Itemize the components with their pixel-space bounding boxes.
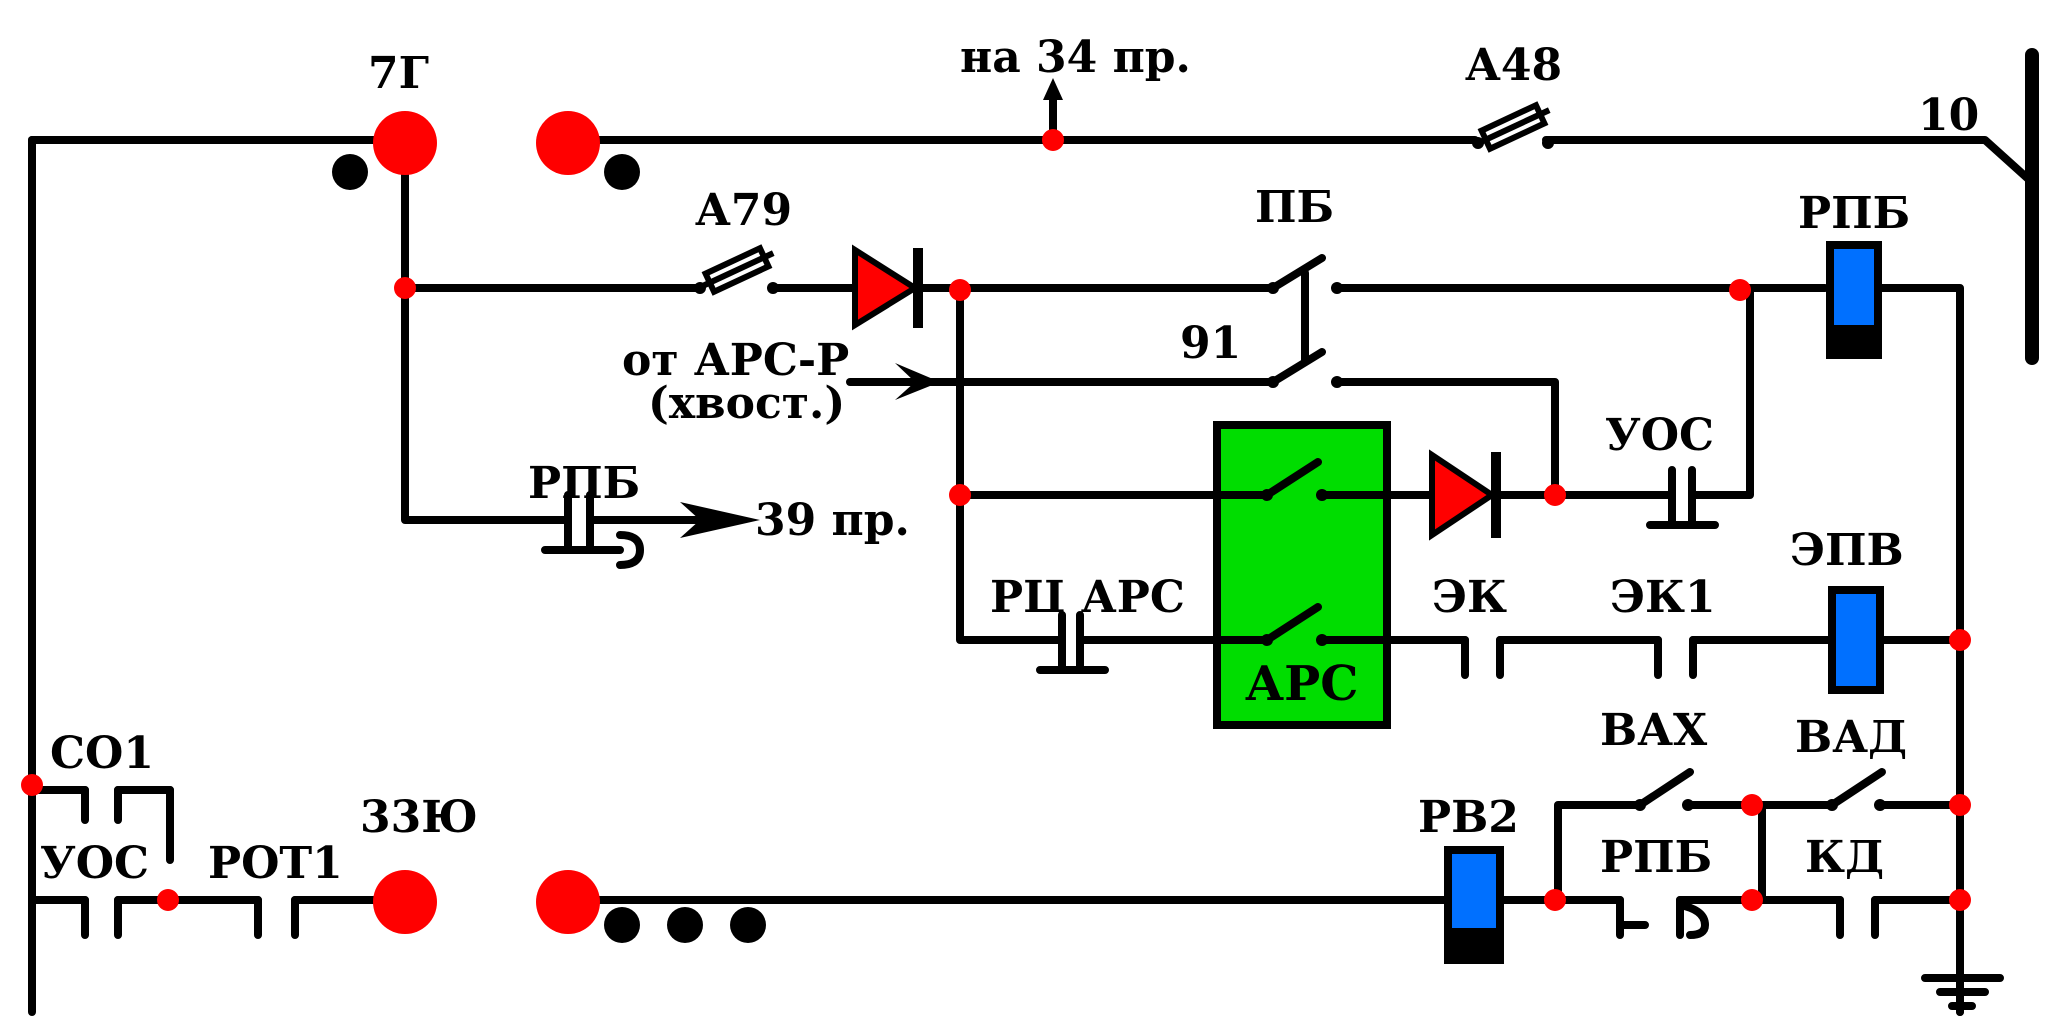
junction (1544, 889, 1566, 911)
wire-uos-up (1696, 284, 1754, 499)
junction (394, 277, 416, 299)
label-pb: ПБ (1255, 182, 1334, 233)
terminal-33yu-left (373, 870, 437, 934)
arrow-right-icon (680, 502, 760, 538)
pin-dot-icon (667, 907, 703, 943)
label-a48: А48 (1465, 40, 1562, 91)
fuse-a48 (1472, 101, 1554, 153)
label-a79: А79 (695, 185, 792, 236)
label-epv: ЭПВ (1790, 525, 1904, 576)
contact-co1 (81, 786, 174, 864)
label-rot1: РОТ1 (208, 838, 343, 889)
diode-2-icon (1429, 449, 1501, 541)
diode-1-icon (852, 244, 923, 331)
wire-vax-branch (1554, 801, 1644, 904)
junction (1949, 889, 1971, 911)
contact-rpb-left (541, 491, 644, 569)
pin-dot-icon (604, 154, 640, 190)
terminal-7g-left (373, 111, 437, 175)
switch-pb (1267, 254, 1343, 294)
fuse-a79 (694, 244, 779, 296)
junction (1544, 484, 1566, 506)
terminal-33yu-right (536, 870, 600, 934)
coil-rpb (1826, 241, 1882, 359)
label-uos-low: УОС (40, 838, 149, 889)
label-rpb-coil: РПБ (1798, 188, 1910, 239)
contact-uos-mid (1646, 466, 1719, 529)
pin-dot-icon (730, 907, 766, 943)
label-from-ars-1: от АРС-Р (622, 335, 849, 386)
wire-7g-down (401, 146, 549, 524)
coil-epv (1828, 586, 1884, 694)
junction (1949, 629, 1971, 651)
junction (1729, 279, 1751, 301)
label-91: 91 (1180, 318, 1241, 369)
ars-block (1213, 421, 1391, 729)
label-rpb-left: РПБ (528, 458, 640, 509)
arrow-up-icon (1043, 78, 1063, 100)
labels: 7Г на 34 пр. А48 10 А79 ПБ РПБ 91 от АРС… (40, 32, 1979, 889)
label-ek: ЭК (1432, 572, 1507, 623)
contact-rc-ars (1036, 611, 1109, 674)
junction (1741, 794, 1763, 816)
junction (949, 484, 971, 506)
label-rc-ars: РЦ АРС (990, 572, 1185, 623)
pin-dot-icon (604, 907, 640, 943)
label-rpb-low: РПБ (1600, 832, 1712, 883)
junctions (21, 129, 1971, 911)
contact-uos-low (81, 896, 122, 939)
label-ek1: ЭК1 (1610, 572, 1716, 623)
label-from-ars-2: (хвост.) (648, 378, 845, 429)
label-co1: СО1 (50, 728, 154, 779)
wire-diode-junction-down (956, 284, 1044, 644)
label-ars-block: АРС (1245, 656, 1358, 712)
label-uos-mid: УОС (1605, 410, 1714, 461)
label-kd: КД (1805, 832, 1884, 883)
contact-rpb-low (1616, 896, 1719, 939)
wire-right-vertical (1874, 284, 1964, 1016)
wire-91-down (1336, 378, 1559, 499)
label-33yu: 33Ю (360, 792, 478, 843)
pin-dot-icon (332, 154, 368, 190)
terminals (332, 111, 766, 943)
label-to-39: 39 пр. (755, 495, 910, 546)
junction (949, 279, 971, 301)
label-to-34: на 34 пр. (960, 32, 1191, 83)
contact-ek1 (1654, 636, 1697, 679)
junction (1741, 889, 1763, 911)
switch-91 (1267, 348, 1343, 388)
arrow-right-icon (895, 363, 940, 400)
junction (21, 774, 43, 796)
label-vax: ВАХ (1600, 705, 1708, 756)
switch-vax (1634, 768, 1694, 811)
wire-to-bus-10 (1542, 136, 2039, 189)
coil-rv2 (1444, 846, 1504, 964)
junction (1042, 129, 1064, 151)
terminal-7g-right (536, 111, 600, 175)
contact-ek (1461, 636, 1504, 679)
junction (1949, 794, 1971, 816)
label-rv2: РВ2 (1418, 792, 1519, 843)
wires (28, 48, 2039, 1016)
contact-rot1 (254, 896, 299, 939)
label-bus-10: 10 (1918, 90, 1979, 141)
contact-kd (1836, 896, 1879, 939)
switch-vad (1826, 768, 1886, 811)
label-vad: ВАД (1795, 712, 1907, 763)
junction (157, 889, 179, 911)
label-7g: 7Г (368, 48, 429, 99)
